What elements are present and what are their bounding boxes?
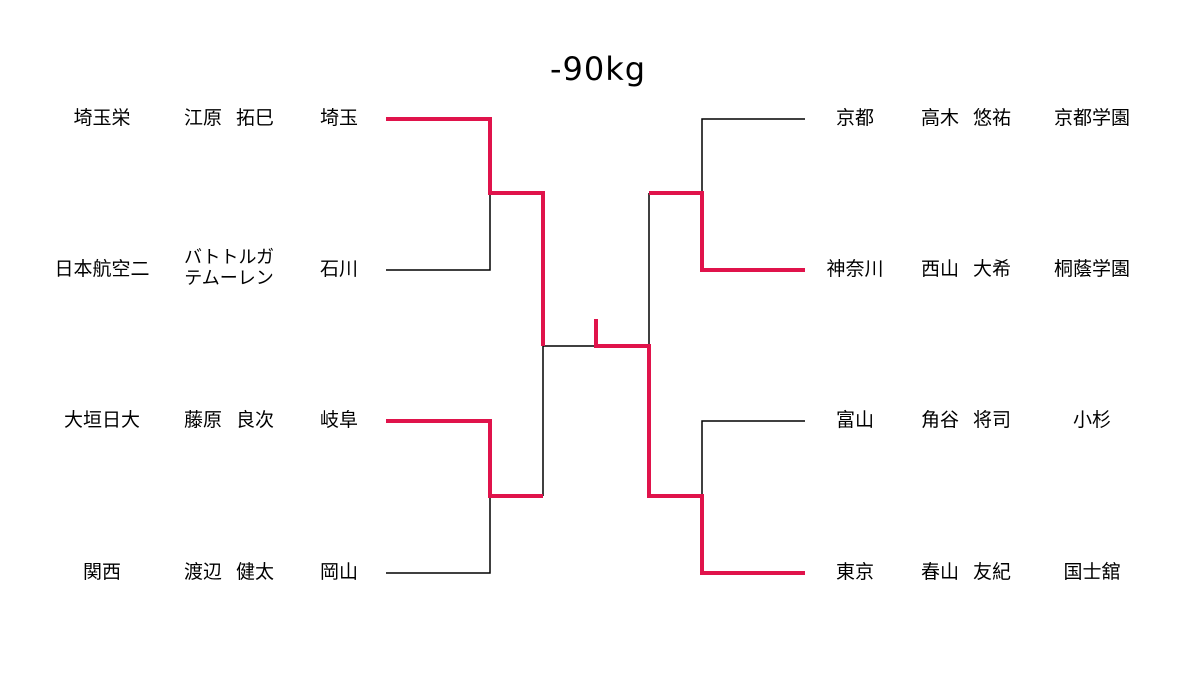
- left-r1-winner-line-top: [386, 117, 545, 346]
- athlete-family-name: 渡辺: [183, 561, 222, 583]
- athlete-name: 渡辺健太: [184, 561, 274, 583]
- athlete-given-name: 悠祐: [973, 107, 1012, 129]
- prefecture-name: 石川: [319, 258, 359, 280]
- left-r2-bracket-line-loser: [542, 345, 596, 496]
- athlete-name-line-1: バトトルガ: [184, 247, 274, 268]
- prefecture-name: 東京: [835, 561, 875, 583]
- prefecture-name: 岐阜: [319, 409, 359, 431]
- athlete-name: 春山友紀: [921, 561, 1011, 583]
- athlete-given-name: 健太: [236, 561, 275, 583]
- prefecture-name: 埼玉: [319, 107, 359, 129]
- left-r1-bracket-line-loser-bottom: [386, 496, 491, 574]
- right-r1-winner-line-top: [649, 191, 805, 272]
- prefecture-name: 神奈川: [826, 258, 884, 280]
- athlete-given-name: 良次: [236, 409, 275, 431]
- school-name: 大垣日大: [63, 409, 141, 431]
- school-name: 日本航空二: [54, 258, 150, 280]
- left-r1-bracket-line-loser-top: [386, 193, 491, 271]
- school-name: 小杉: [1072, 409, 1112, 431]
- athlete-family-name: 江原: [183, 107, 222, 129]
- athlete-family-name: 西山: [920, 258, 959, 280]
- right-r1-winner-line-bottom: [594, 319, 805, 575]
- prefecture-name: 京都: [835, 107, 875, 129]
- right-r1-bracket-line-loser-bottom: [701, 420, 805, 496]
- athlete-name: バトトルガ テムーレン: [184, 247, 274, 289]
- athlete-name: 江原拓巳: [184, 107, 274, 129]
- athlete-name: 角谷将司: [921, 409, 1011, 431]
- weight-class-title: -90kg: [549, 50, 647, 88]
- left-r1-winner-line-bottom: [386, 419, 543, 498]
- athlete-given-name: 拓巳: [236, 107, 275, 129]
- athlete-family-name: 角谷: [920, 409, 959, 431]
- prefecture-name: 岡山: [319, 561, 359, 583]
- school-name: 埼玉栄: [73, 107, 131, 129]
- right-r1-bracket-line-loser-top: [701, 118, 805, 193]
- school-name: 国士舘: [1063, 561, 1121, 583]
- athlete-name: 西山大希: [921, 258, 1011, 280]
- athlete-given-name: 将司: [973, 409, 1012, 431]
- athlete-name-line-2: テムーレン: [184, 268, 274, 289]
- athlete-name: 高木悠祐: [921, 107, 1011, 129]
- school-name: 京都学園: [1053, 107, 1131, 129]
- school-name: 桐蔭学園: [1053, 258, 1131, 280]
- athlete-name: 藤原良次: [184, 409, 274, 431]
- athlete-given-name: 友紀: [973, 561, 1012, 583]
- school-name: 関西: [82, 561, 122, 583]
- athlete-family-name: 藤原: [183, 409, 222, 431]
- prefecture-name: 富山: [835, 409, 875, 431]
- athlete-given-name: 大希: [973, 258, 1012, 280]
- athlete-family-name: 高木: [920, 107, 959, 129]
- athlete-family-name: 春山: [920, 561, 959, 583]
